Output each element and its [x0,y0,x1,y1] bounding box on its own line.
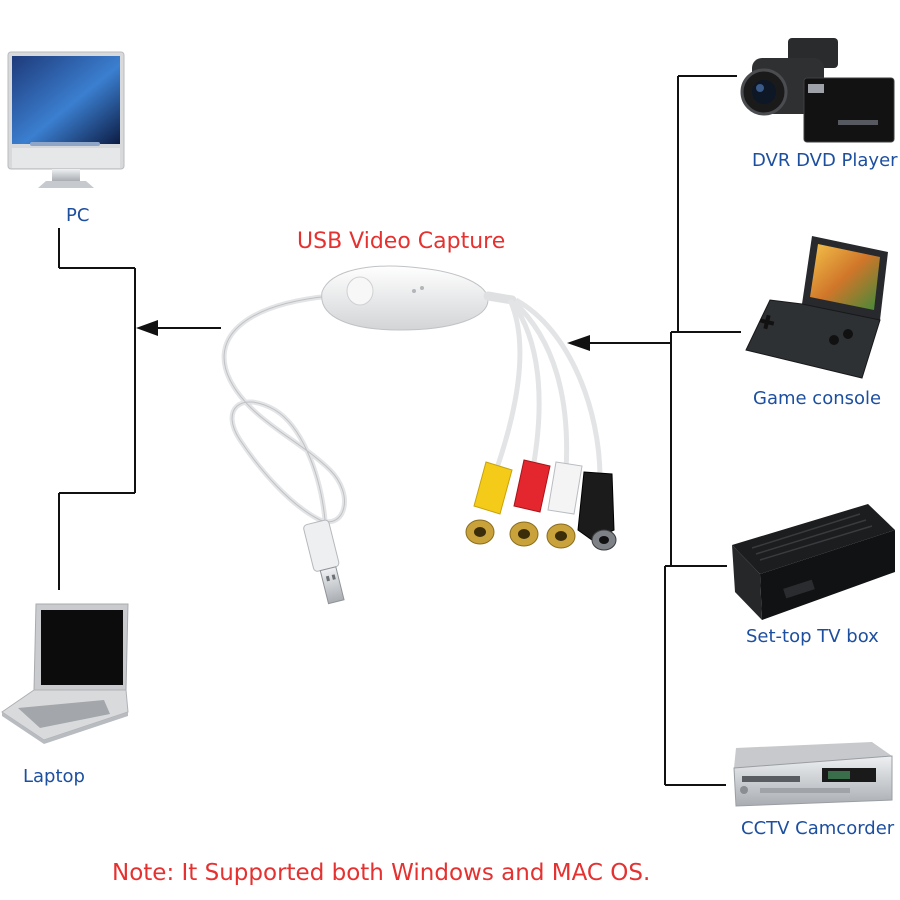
diagram-title: USB Video Capture [297,229,506,254]
yellow-rca-connector [465,461,513,545]
white-rca-connector [546,461,583,549]
left-arrow [136,320,221,336]
right-arrow [567,335,671,351]
dvd-recorder-icon [733,742,893,807]
input-label-dvr-dvd-player: DVR DVD Player [752,150,898,171]
right-bracket-lines [664,75,741,786]
desktop-monitor-icon [7,51,125,188]
handheld-game-console-icon [745,236,888,379]
camcorder-icon [740,38,895,143]
compatibility-note: Note: It Supported both Windows and MAC … [112,860,651,886]
output-label-pc: PC [66,205,90,226]
set-top-box-icon [732,504,895,620]
laptop-icon [1,603,129,744]
input-label-cctv-camcorder: CCTV Camcorder [741,818,895,839]
input-label-game-console: Game console [753,388,882,409]
input-label-set-top-box: Set-top TV box [746,626,879,647]
red-rca-connector [509,459,551,547]
left-bracket-lines [58,228,136,590]
usb-capture-cable-icon [221,265,617,605]
output-label-laptop: Laptop [23,766,85,787]
s-video-connector [577,471,617,551]
